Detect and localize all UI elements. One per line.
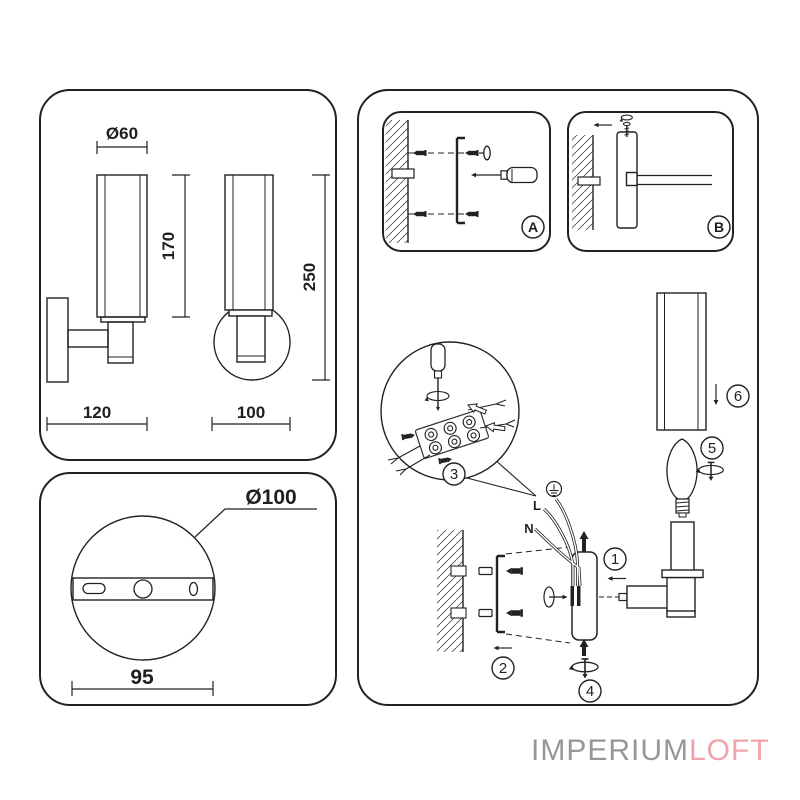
screw-head-icon [483, 145, 491, 161]
inset-a-drawing: A [386, 120, 545, 243]
wire-neutral-label: N [524, 521, 533, 536]
dim-shade-height: 170 [159, 232, 178, 260]
dim-plate-diameter: Ø100 [245, 486, 296, 509]
step-1-label: 1 [611, 551, 619, 568]
glass-shade [656, 292, 707, 431]
screwdriver-vertical-icon [424, 343, 450, 411]
step-5-label: 5 [708, 440, 716, 457]
inset-b-drawing: B [572, 114, 731, 239]
shade-down-arrow [713, 384, 719, 405]
step-6-badge [726, 384, 750, 408]
step-3-label: 3 [450, 466, 458, 483]
step-1-badge [603, 547, 627, 571]
terminal-screw-rotation [543, 586, 568, 608]
step-1-arrow [607, 576, 626, 581]
direction-arrow-left [593, 122, 612, 128]
inset-b-label: B [714, 219, 724, 235]
step-5-badge [700, 436, 724, 460]
arm-connector-b [625, 171, 638, 187]
mounting-bracket-a [455, 136, 465, 225]
wall-anchor [478, 608, 493, 618]
fixing-screw-top [579, 531, 589, 552]
dim-total-height: 250 [300, 263, 319, 291]
step-4-label: 4 [586, 683, 594, 700]
step-2-arrow [493, 645, 512, 651]
inset-a-label: A [528, 219, 538, 235]
supply-wires [533, 498, 582, 606]
arm-pin [618, 592, 628, 602]
step-6-label: 6 [734, 388, 742, 405]
dimension-lines [46, 141, 330, 431]
drill-hole [450, 565, 467, 577]
fixing-screw-bottom [579, 639, 589, 656]
logo-loft: LOFT [689, 734, 770, 767]
lamp-front-view [213, 174, 291, 381]
set-screw-icon [619, 114, 633, 137]
brand-logo: IMPERIUMLOFT [531, 736, 771, 770]
wiring-detail-bubble: 3 [380, 341, 537, 497]
inset-a-badge [521, 215, 545, 239]
inset-b-badge [707, 215, 731, 239]
drill-hole [450, 607, 467, 619]
wire-live-label: L [533, 498, 541, 513]
dim-shade-diameter: Ø60 [106, 124, 138, 143]
wall-hatch-a [386, 120, 408, 243]
bulb-icon [666, 438, 698, 518]
dim-mount-spacing: 95 [130, 666, 154, 689]
step-4-badge [578, 679, 602, 703]
inset-b-frame [567, 111, 734, 252]
wall-hatch-main [437, 530, 463, 652]
lamp-arm-and-socket [626, 521, 704, 618]
step-3-badge [442, 462, 466, 486]
lamp-side-view [46, 174, 148, 383]
wall-anchor [478, 566, 493, 576]
base-plate-drawing [70, 508, 317, 696]
dim-depth: 120 [83, 403, 111, 422]
screwdriver-icon [471, 166, 538, 184]
ground-symbol-icon [545, 480, 563, 498]
logo-imperium: IMPERIUM [531, 734, 689, 767]
step-2-badge [491, 656, 515, 680]
wall-plug-b [577, 176, 601, 186]
wall-plug-a [391, 168, 415, 179]
dim-width: 100 [237, 403, 265, 422]
step-2-label: 2 [499, 660, 507, 677]
main-assembly: L N [437, 292, 750, 703]
terminal-block-icon [414, 409, 490, 459]
mounting-bracket-main [495, 554, 505, 634]
